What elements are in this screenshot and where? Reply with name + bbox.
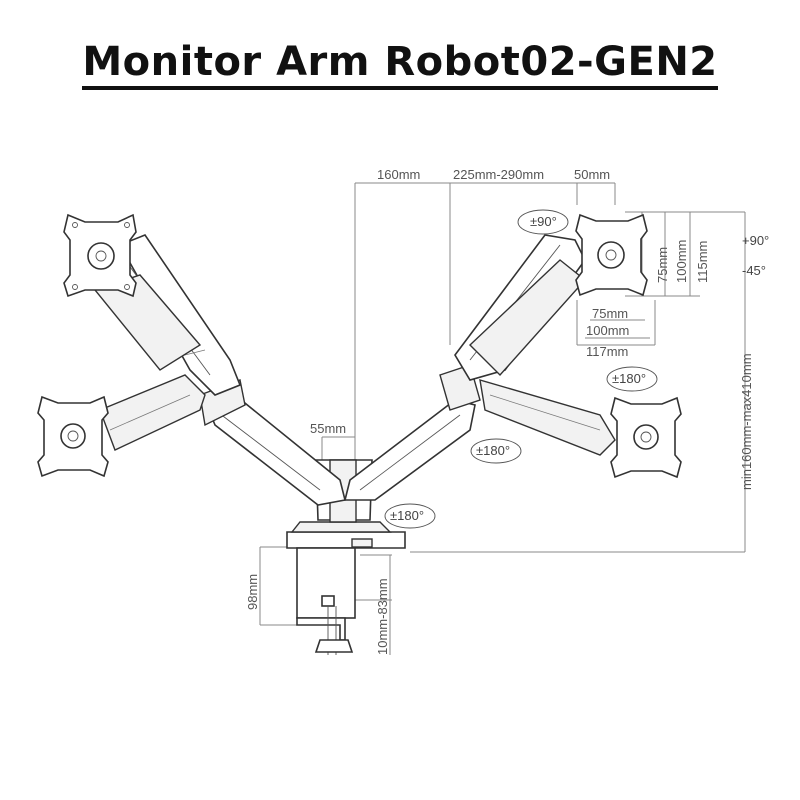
- dim-98: 98mm: [245, 574, 260, 610]
- height-range: min160mm-max410mm: [739, 353, 754, 490]
- vesa-v-75: 75mm: [655, 247, 670, 283]
- vesa-v-100: 100mm: [674, 240, 689, 283]
- base-rotate-label: ±180°: [390, 508, 424, 523]
- left-top-vesa-plate: [63, 213, 137, 298]
- left-bottom-vesa-plate: [37, 395, 109, 478]
- left-lower-arm: [199, 379, 346, 506]
- diagram-title: Monitor Arm Robot02-GEN2: [82, 40, 718, 90]
- vesa-v-115: 115mm: [695, 241, 710, 283]
- vesa-h-100: 100mm: [586, 323, 629, 338]
- tilt-up-label: +90°: [742, 233, 769, 248]
- swivel-top-label: ±90°: [530, 214, 557, 229]
- desk-clamp: [286, 521, 406, 655]
- dim-10-83: 10mm-83mm: [375, 578, 390, 655]
- vesa-h-117: 117mm: [586, 344, 628, 359]
- title-wrap: Monitor Arm Robot02-GEN2: [0, 40, 800, 90]
- dim-225-290: 225mm-290mm: [453, 167, 544, 182]
- vesa-h-75: 75mm: [592, 306, 628, 321]
- dim-55: 55mm: [310, 421, 346, 436]
- right-upper-arm: [454, 234, 616, 456]
- monitor-rotate-label: ±180°: [612, 371, 646, 386]
- arm-rotate-label: ±180°: [476, 443, 510, 458]
- dim-160: 160mm: [377, 167, 420, 182]
- dim-50: 50mm: [574, 167, 610, 182]
- rotation-badges: [384, 209, 658, 529]
- right-top-vesa-plate: [575, 213, 648, 297]
- right-bottom-vesa-plate: [610, 396, 682, 479]
- left-upper-arm: [93, 234, 242, 451]
- tilt-down-label: -45°: [742, 263, 766, 278]
- right-lower-arm: [343, 364, 481, 501]
